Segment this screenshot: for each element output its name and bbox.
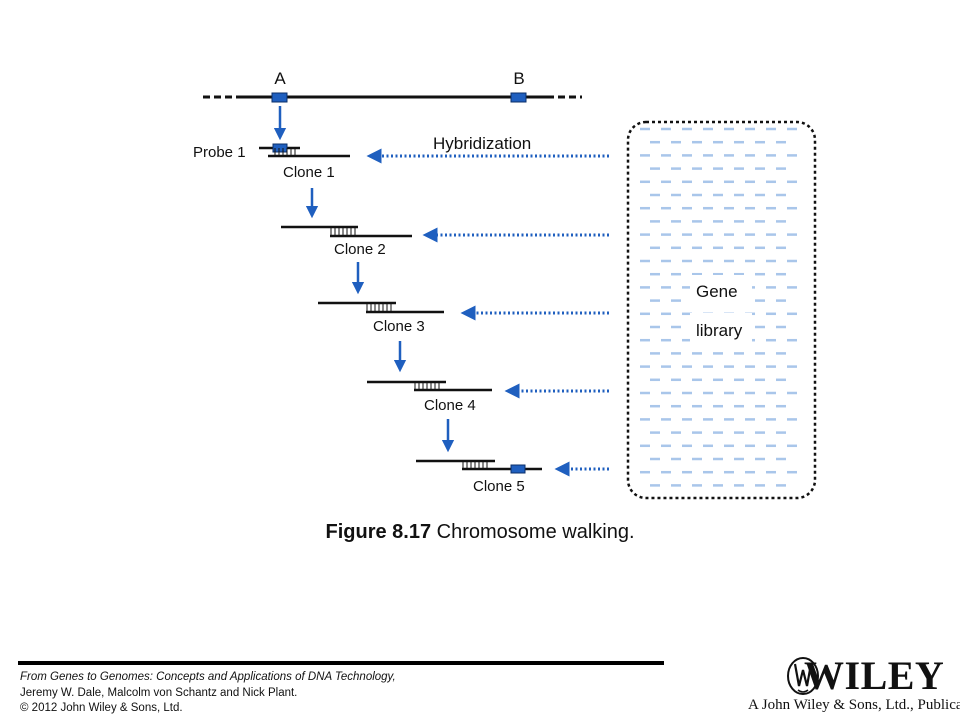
clone-2-group: Clone 2 xyxy=(281,225,412,258)
clone-1-group: Probe 1 Clone 1 xyxy=(193,143,350,181)
citation: From Genes to Genomes: Concepts and Appl… xyxy=(20,670,396,717)
figure-caption: Figure 8.17 Chromosome walking. xyxy=(0,521,960,544)
clone-5-group: Clone 5 xyxy=(416,459,542,495)
wiley-logo: WILEY A John Wiley & Sons, Ltd., Publica… xyxy=(748,652,960,718)
library-label-line1: Gene xyxy=(696,282,738,301)
wiley-tagline: A John Wiley & Sons, Ltd., Publication xyxy=(748,697,960,713)
footer-rule xyxy=(18,661,664,665)
marker-a-label: A xyxy=(274,69,286,88)
walk-arrows xyxy=(273,106,455,453)
book-title: From Genes to Genomes: Concepts and Appl… xyxy=(20,671,396,683)
marker-a xyxy=(271,92,288,103)
figure-title: Chromosome walking. xyxy=(436,521,635,543)
figure-number: Figure 8.17 xyxy=(325,521,432,543)
clone-label: Clone 5 xyxy=(473,478,525,495)
clone-4-group: Clone 4 xyxy=(367,380,492,414)
chromosome-walking-diagram: A B Probe 1 Clone 1 Clone 2 Clone 3 xyxy=(193,69,817,500)
wiley-emblem-icon xyxy=(787,657,819,695)
authors: Jeremy W. Dale, Malcolm von Schantz and … xyxy=(20,686,298,699)
clone-label: Clone 2 xyxy=(334,241,386,258)
clone-label: Clone 4 xyxy=(424,397,476,414)
gene-library: Gene library xyxy=(626,120,817,500)
chromosome: A B xyxy=(203,69,582,103)
library-label-line2: library xyxy=(696,321,743,340)
probe-label: Probe 1 xyxy=(193,144,246,161)
hybridization-arrows xyxy=(366,148,609,477)
marker-b-in-clone xyxy=(510,464,526,474)
marker-b xyxy=(510,92,527,103)
clone-3-group: Clone 3 xyxy=(318,301,444,335)
hybridization-label: Hybridization xyxy=(433,134,531,153)
clone-label: Clone 3 xyxy=(373,318,425,335)
marker-b-label: B xyxy=(513,69,524,88)
clone-label: Clone 1 xyxy=(283,164,335,181)
copyright: © 2012 John Wiley & Sons, Ltd. xyxy=(20,702,183,714)
wiley-wordmark: WILEY xyxy=(804,653,945,698)
